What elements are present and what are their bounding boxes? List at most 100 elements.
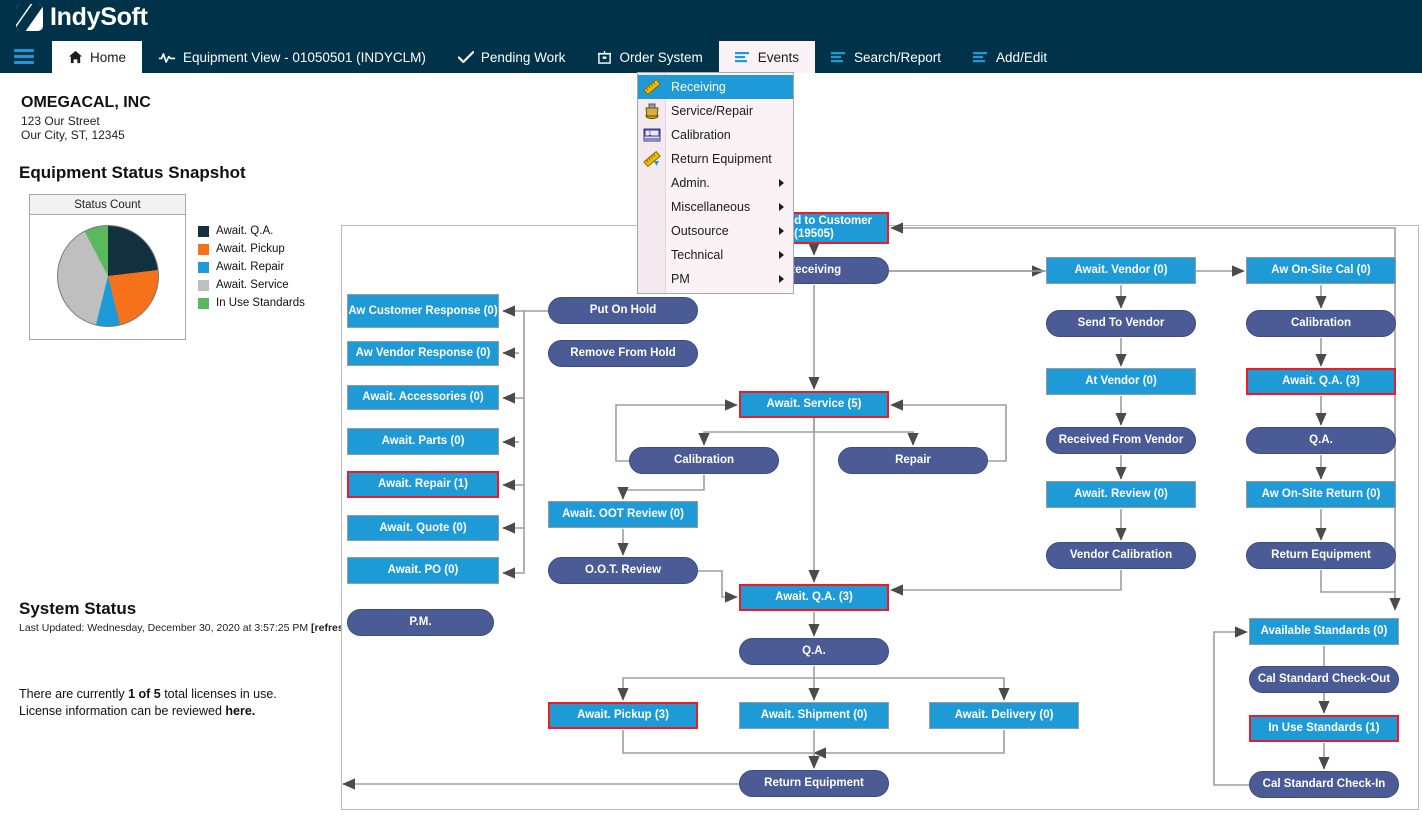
flow-node-await-accessories[interactable]: Await. Accessories (0) [347, 385, 499, 410]
flow-node-label: Await. Q.A. (3) [775, 591, 853, 603]
tab-pending-work[interactable]: Pending Work [442, 41, 582, 73]
flow-node-remove-from-hold[interactable]: Remove From Hold [548, 340, 698, 367]
flow-node-qa-mid[interactable]: Q.A. [739, 638, 889, 665]
events-menu-item-pm[interactable]: PM [638, 267, 793, 291]
flow-node-label: Await. Delivery (0) [954, 709, 1054, 721]
tab-pending-work-label: Pending Work [480, 49, 566, 65]
flow-node-label: Put On Hold [589, 304, 657, 316]
flow-node-in-use-standards[interactable]: In Use Standards (1) [1249, 715, 1399, 742]
flow-node-label: Aw On-Site Return (0) [1261, 488, 1381, 500]
flow-node-label: Return Equipment [1271, 549, 1371, 561]
chevron-right-icon [779, 227, 784, 235]
flow-node-label: At Vendor (0) [1085, 375, 1157, 387]
flow-node-put-on-hold[interactable]: Put On Hold [548, 297, 698, 324]
flow-node-await-review[interactable]: Await. Review (0) [1046, 481, 1196, 508]
tab-add-edit[interactable]: Add/Edit [957, 41, 1063, 73]
flow-node-received-from-vendor[interactable]: Received From Vendor [1046, 427, 1196, 454]
flow-node-await-po[interactable]: Await. PO (0) [347, 557, 499, 584]
chevron-right-icon [779, 203, 784, 211]
flow-node-cal-standard-check-in[interactable]: Cal Standard Check-In [1249, 771, 1399, 798]
flow-node-await-parts[interactable]: Await. Parts (0) [347, 428, 499, 455]
flow-node-qa-right[interactable]: Q.A. [1246, 427, 1396, 454]
check-icon [457, 50, 474, 64]
legend-item: Await. Service [198, 277, 305, 293]
events-menu-item-technical[interactable]: Technical [638, 243, 793, 267]
flow-node-pm[interactable]: P.M. [347, 609, 494, 636]
flow-node-await-quote[interactable]: Await. Quote (0) [347, 515, 499, 541]
app-header: IndySoft [0, 0, 1422, 41]
flow-node-await-qa-right[interactable]: Await. Q.A. (3) [1246, 368, 1396, 395]
flow-node-aw-vendor-response[interactable]: Aw Vendor Response (0) [347, 341, 499, 366]
flow-node-await-service[interactable]: Await. Service (5) [739, 391, 889, 418]
hamburger-icon[interactable] [14, 49, 34, 64]
flow-node-cal-standard-check-out[interactable]: Cal Standard Check-Out [1249, 666, 1399, 693]
tab-order-system[interactable]: Order System [581, 41, 718, 73]
flow-node-await-qa-mid[interactable]: Await. Q.A. (3) [739, 584, 889, 611]
flow-node-return-equipment-right[interactable]: Return Equipment [1246, 542, 1396, 569]
events-menu-item-label: Outsource [671, 224, 729, 238]
last-updated-value: Last Updated: Wednesday, December 30, 20… [19, 622, 312, 634]
pie-chart-area [30, 215, 185, 339]
legend-label: Await. Service [216, 279, 289, 291]
events-menu-item-miscellaneous[interactable]: Miscellaneous [638, 195, 793, 219]
legend-swatch [198, 243, 209, 255]
tab-strip: Home Equipment View - 01050501 (INDYCLM)… [52, 41, 1063, 73]
flow-node-receiving[interactable]: Receiving [739, 257, 889, 284]
tab-search-report[interactable]: Search/Report [815, 41, 957, 73]
license-here-link[interactable]: here. [225, 704, 256, 718]
flow-node-send-to-vendor[interactable]: Send To Vendor [1046, 310, 1196, 337]
legend-swatch [198, 225, 209, 237]
legend-label: In Use Standards [216, 297, 305, 309]
flow-node-label: Await. Shipment (0) [760, 709, 868, 721]
events-menu-item-outsource[interactable]: Outsource [638, 219, 793, 243]
flow-node-calibration-right[interactable]: Calibration [1246, 310, 1396, 337]
flow-node-vendor-calibration[interactable]: Vendor Calibration [1046, 542, 1196, 569]
events-menu-item-admin[interactable]: Admin. [638, 171, 793, 195]
flow-node-await-delivery[interactable]: Await. Delivery (0) [929, 702, 1079, 729]
tab-order-system-label: Order System [619, 49, 703, 65]
flow-node-label: P.M. [409, 616, 432, 628]
company-address-line2: Our City, ST, 12345 [21, 128, 125, 142]
flow-node-label: Await. Parts (0) [381, 435, 465, 447]
flow-node-oot-review[interactable]: O.O.T. Review [548, 557, 698, 584]
events-menu-item-label: Technical [671, 248, 724, 262]
flow-node-label: Aw Customer Response (0) [348, 304, 498, 317]
flow-node-await-pickup[interactable]: Await. Pickup (3) [548, 702, 698, 729]
legend-label: Await. Q.A. [216, 225, 274, 237]
flow-node-return-equipment-mid[interactable]: Return Equipment [739, 770, 889, 797]
flow-node-aw-on-site-cal[interactable]: Aw On-Site Cal (0) [1246, 257, 1396, 284]
flow-node-label: Await. Service (5) [766, 398, 862, 410]
flow-node-repair-mid[interactable]: Repair [838, 447, 988, 474]
flow-node-label: Await. Review (0) [1074, 488, 1168, 500]
tab-equipment-view[interactable]: Equipment View - 01050501 (INDYCLM) [142, 41, 442, 73]
svg-text:1: 1 [648, 131, 652, 138]
flow-node-calibration-mid[interactable]: Calibration [629, 447, 779, 474]
events-menu-item-label: Return Equipment [671, 152, 772, 166]
flow-node-label: Calibration [1290, 317, 1352, 329]
company-address-line1: 123 Our Street [21, 114, 100, 128]
tab-events-label: Events [757, 49, 799, 65]
last-updated-text: Last Updated: Wednesday, December 30, 20… [19, 622, 354, 634]
events-menu-item-service-repair[interactable]: Service/Repair [638, 99, 793, 123]
equipment-status-snapshot-title: Equipment Status Snapshot [19, 163, 246, 182]
flow-node-aw-customer-response[interactable]: Aw Customer Response (0) [347, 294, 499, 328]
flow-node-label: Calibration [673, 454, 735, 466]
flow-node-await-repair[interactable]: Await. Repair (1) [347, 471, 499, 498]
flow-node-at-vendor[interactable]: At Vendor (0) [1046, 368, 1196, 395]
list-icon [973, 51, 989, 63]
events-menu-item-receiving[interactable]: Receiving [638, 75, 793, 99]
flow-node-await-shipment[interactable]: Await. Shipment (0) [739, 702, 889, 729]
flow-node-await-oot-review[interactable]: Await. OOT Review (0) [548, 501, 698, 528]
flow-node-label: Cal Standard Check-Out [1257, 673, 1391, 685]
legend-swatch [198, 279, 209, 291]
ruler-return-icon [643, 150, 661, 168]
flow-node-label: Q.A. [1309, 434, 1333, 446]
flow-node-aw-on-site-return[interactable]: Aw On-Site Return (0) [1246, 481, 1396, 508]
flow-node-available-standards[interactable]: Available Standards (0) [1249, 618, 1399, 645]
tab-home[interactable]: Home [52, 41, 143, 73]
brand-logo[interactable]: IndySoft [16, 3, 148, 32]
flow-node-await-vendor[interactable]: Await. Vendor (0) [1046, 257, 1196, 284]
events-menu-item-return-equipment[interactable]: Return Equipment [638, 147, 793, 171]
tab-events[interactable]: Events [718, 41, 815, 73]
